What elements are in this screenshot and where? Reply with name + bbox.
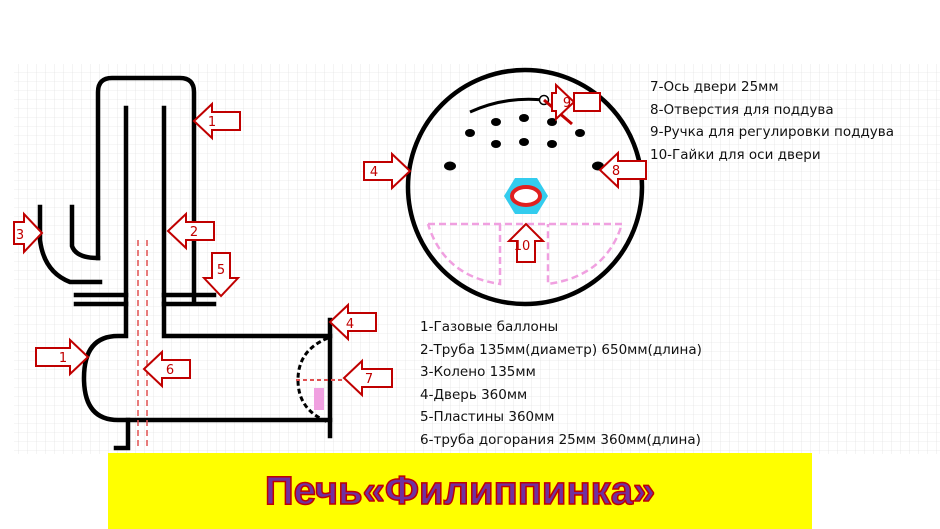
arrow-6 bbox=[142, 349, 191, 389]
marker-label: 7 bbox=[365, 372, 373, 387]
marker-label: 1 bbox=[59, 351, 67, 366]
arrow-markers bbox=[13, 82, 647, 398]
arrow-1-top bbox=[192, 101, 241, 141]
title-banner: Печь«Филиппинка» bbox=[108, 453, 812, 529]
axle-nut-hole bbox=[510, 185, 542, 207]
vent-handle-arc bbox=[469, 97, 545, 114]
arrow-1-bottom bbox=[35, 337, 90, 377]
marker-label: 4 bbox=[370, 165, 378, 180]
elbow-inner bbox=[69, 204, 101, 261]
arrow-9-body bbox=[573, 92, 601, 112]
legend-bottom: 1-Газовые баллоны 2-Труба 135мм(диаметр)… bbox=[420, 316, 702, 451]
afterburner-tube bbox=[137, 240, 148, 448]
lower-cylinder-body bbox=[81, 301, 333, 423]
legend-item: 7-Ось двери 25мм bbox=[650, 79, 779, 95]
outer-bell bbox=[95, 75, 197, 303]
arrow-8 bbox=[598, 150, 647, 190]
marker-label: 2 bbox=[190, 225, 198, 240]
legend-item: 1-Газовые баллоны bbox=[420, 319, 559, 335]
marker-labels: 1 2 3 5 1 6 4 7 4 9 8 10 bbox=[16, 96, 620, 387]
door-front-view bbox=[405, 67, 645, 307]
vent-holes bbox=[444, 114, 604, 171]
legend-item: 5-Пластины 360мм bbox=[420, 409, 555, 425]
marker-label: 3 bbox=[16, 228, 24, 243]
stove-drawing bbox=[37, 75, 333, 451]
door-circle bbox=[405, 67, 645, 307]
legend-item: 6-труба догорания 25мм 360мм(длина) bbox=[420, 431, 701, 448]
arrow-4-side bbox=[328, 302, 377, 342]
arrow-10 bbox=[506, 222, 546, 263]
arrow-2 bbox=[166, 211, 215, 251]
legend-item: 10-Гайки для оси двери bbox=[650, 146, 821, 163]
marker-label: 1 bbox=[208, 115, 216, 130]
lower-cylinder-top bbox=[161, 301, 333, 339]
legend-right: 7-Ось двери 25мм 8-Отверстия для поддува… bbox=[650, 76, 894, 166]
grid-background bbox=[14, 64, 940, 454]
arrow-7 bbox=[342, 358, 393, 398]
afterburner-stub bbox=[113, 417, 131, 451]
legend-item: 9-Ручка для регулировки поддува bbox=[650, 124, 894, 140]
marker-label: 6 bbox=[166, 363, 174, 378]
legend-item: 2-Труба 135мм(диаметр) 650мм(длина) bbox=[420, 341, 702, 358]
marker-label: 10 bbox=[514, 239, 531, 254]
legend-item: 4-Дверь 360мм bbox=[420, 386, 528, 403]
marker-label: 5 bbox=[217, 263, 225, 278]
door-inner-dashed bbox=[426, 222, 624, 286]
arrow-4-front bbox=[363, 151, 412, 191]
arrow-3 bbox=[13, 211, 44, 255]
diagram-title: Печь«Филиппинка» bbox=[264, 468, 656, 514]
elbow-outer bbox=[37, 204, 103, 285]
arrow-9-head bbox=[551, 82, 576, 122]
legend-item: 3-Колено 135мм bbox=[420, 364, 536, 380]
marker-label: 9 bbox=[563, 96, 571, 111]
marker-label: 4 bbox=[346, 317, 354, 332]
door-dome bbox=[296, 336, 329, 424]
legend-item: 8-Отверстия для поддува bbox=[650, 101, 834, 118]
marker-label: 8 bbox=[612, 164, 620, 179]
door-handle-pink bbox=[314, 388, 324, 410]
arrow-5 bbox=[201, 252, 241, 298]
